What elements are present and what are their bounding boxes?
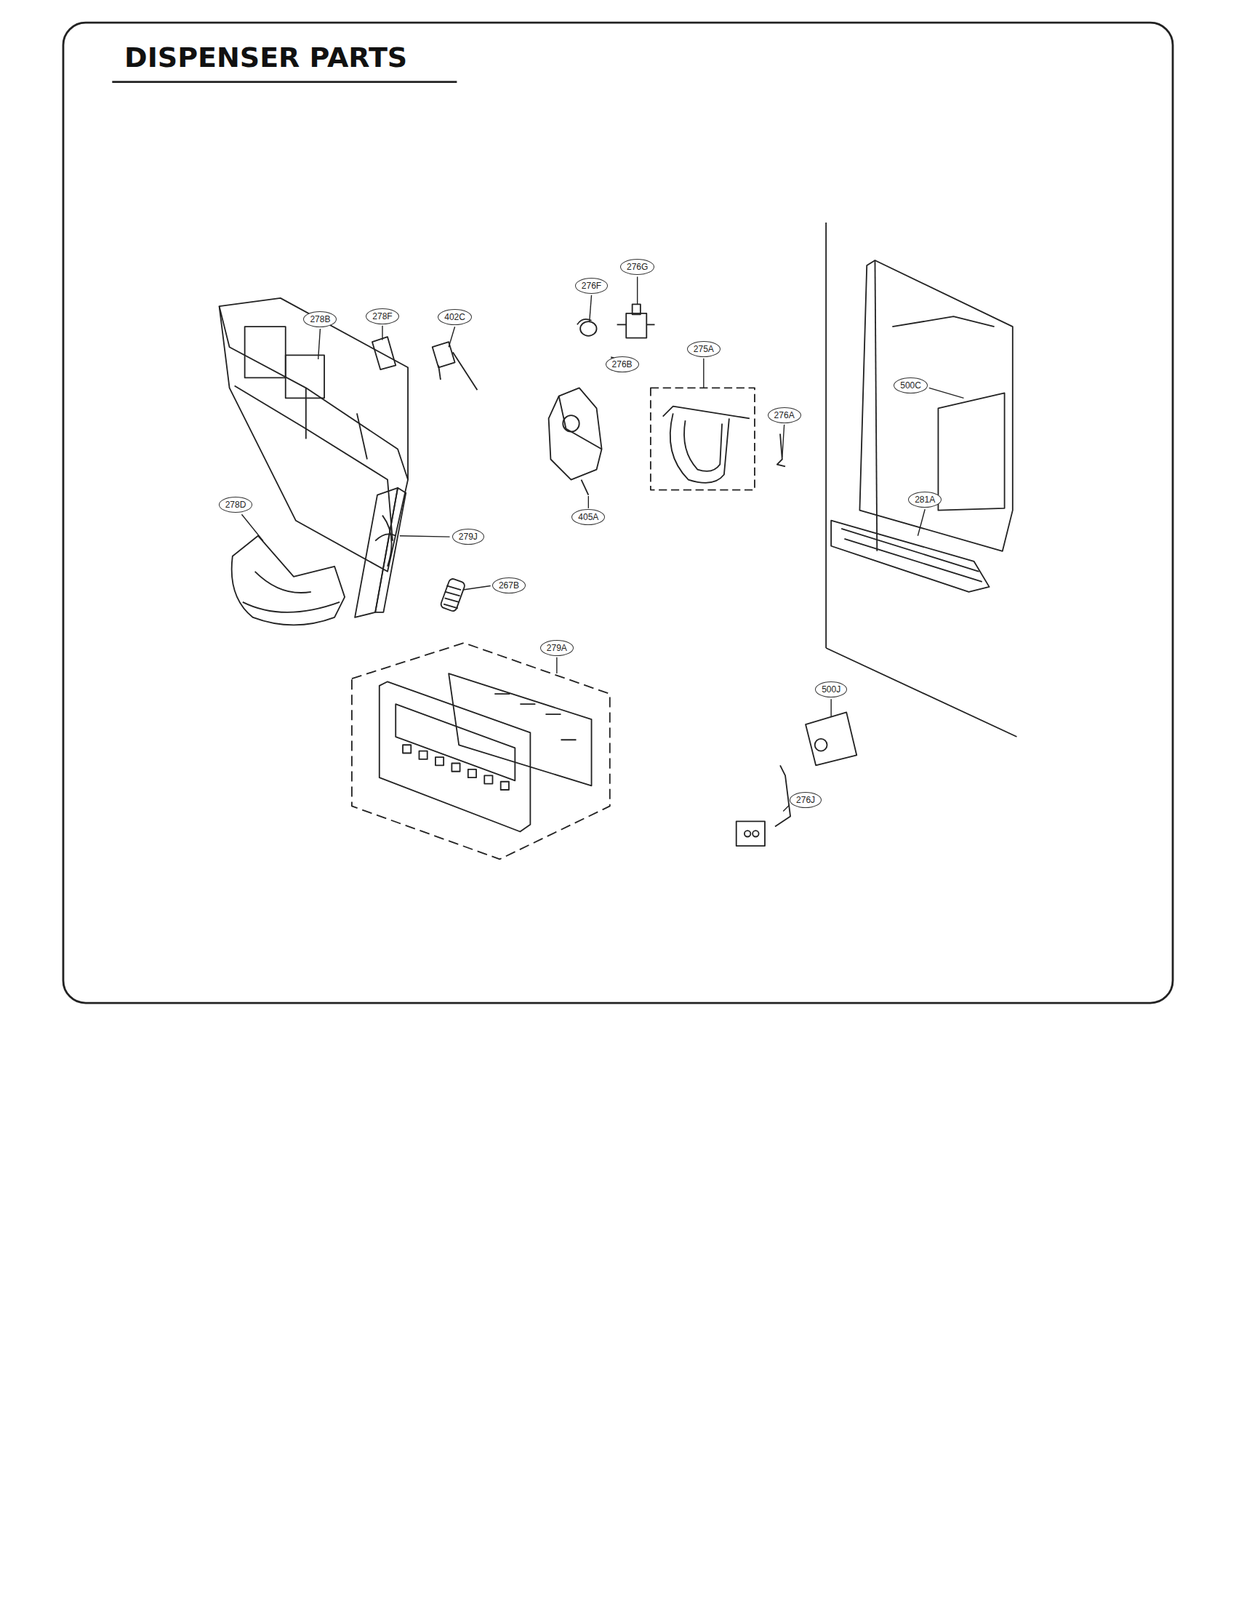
callout-number: 276A [767,407,802,424]
callout-number: 279J [452,528,485,545]
callout-number: 278D [218,496,254,513]
callout-number: 276G [620,258,655,275]
bracket-wire [736,764,791,846]
callout-number: 276F [575,277,608,294]
cover-plate [937,392,1005,510]
callout-number: 500J [815,681,848,698]
spring [439,577,466,612]
dispenser-housing [219,298,408,572]
group-bracket [351,642,611,859]
callout-number: 275A [687,340,721,357]
ice-door [663,406,750,483]
group-bracket [650,387,755,490]
callout-number: 276B [605,356,640,373]
door-outline [825,222,1017,737]
callout-number: 278F [365,308,399,325]
wire-clip [777,433,786,467]
frame [63,22,1173,1003]
dispenser-lever [354,487,406,618]
micro-switch [432,341,478,390]
small-plate [372,336,396,370]
callout-number: 278B [303,311,337,328]
callout-number: 405A [571,508,605,525]
connector-block [805,711,857,765]
solenoid-part [617,303,656,338]
callout-number: 279A [540,639,574,656]
callout-number: 267B [492,577,526,594]
callout-number: 276J [789,791,822,808]
callout-number: 402C [437,309,472,325]
callout-number: 281A [908,491,942,508]
page-title: DISPENSER PARTS [124,41,408,74]
ice-chute [231,535,345,626]
leader-lines [241,276,964,811]
display-panel [379,673,592,832]
cap-part [580,321,597,336]
parts-drawing [63,22,1173,1003]
title-underline [111,80,457,83]
gear-motor [548,387,603,495]
callout-number: 500C [893,377,928,394]
